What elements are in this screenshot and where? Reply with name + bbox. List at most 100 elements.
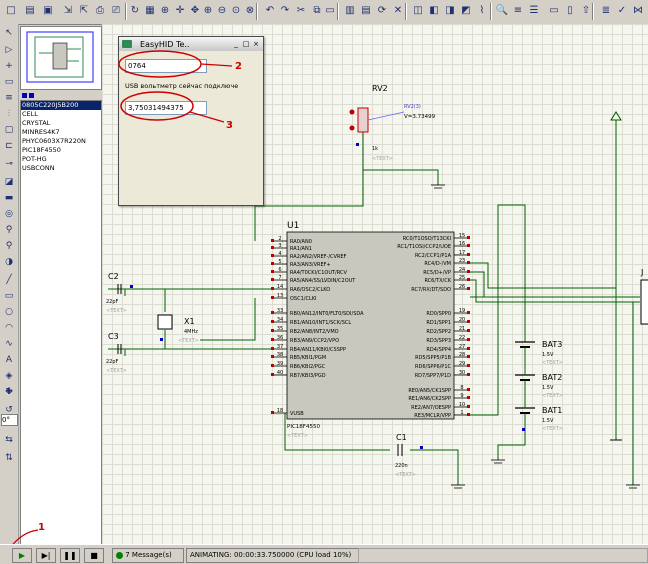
- refresh-icon[interactable]: ↻: [130, 5, 140, 16]
- voltage-value-field[interactable]: 3,75031494375: [125, 101, 207, 115]
- open-icon[interactable]: ▤: [25, 5, 35, 16]
- line-icon[interactable]: ╱: [6, 275, 12, 285]
- make-device-icon[interactable]: ◧: [429, 5, 439, 16]
- block-rotate-icon[interactable]: ⟳: [377, 5, 387, 16]
- decompose-icon[interactable]: ◩: [461, 5, 471, 16]
- usb-connector[interactable]: [640, 279, 648, 325]
- messages-indicator[interactable]: 7 Message(s): [112, 548, 184, 563]
- wire[interactable]: [284, 413, 390, 451]
- flip-h-icon[interactable]: ⇆: [5, 435, 13, 445]
- wire[interactable]: [362, 132, 439, 185]
- bom-icon[interactable]: ≣: [601, 5, 611, 16]
- tape-icon[interactable]: ▬: [4, 193, 14, 203]
- power-terminal-icon[interactable]: [610, 111, 622, 121]
- property-icon[interactable]: ≡: [513, 5, 523, 16]
- box-icon[interactable]: ▭: [4, 291, 14, 301]
- search-icon[interactable]: 🔍: [495, 5, 509, 16]
- import-icon[interactable]: ⇲: [63, 5, 73, 16]
- wire-autorouter-icon[interactable]: ⌇: [479, 5, 485, 16]
- wire[interactable]: [470, 271, 640, 298]
- wire[interactable]: [470, 279, 640, 303]
- path-icon[interactable]: ∿: [5, 339, 13, 349]
- symbol-icon[interactable]: ◈: [5, 371, 13, 381]
- step-button[interactable]: ▶|: [36, 548, 56, 563]
- wire[interactable]: [470, 204, 526, 416]
- circle-icon[interactable]: ○: [5, 307, 13, 317]
- pause-button[interactable]: ❚❚: [60, 548, 80, 563]
- crosshair-icon[interactable]: ✛: [175, 5, 185, 16]
- rotate-cw-icon[interactable]: ↻: [5, 387, 13, 397]
- paste-icon[interactable]: ▭: [325, 5, 335, 16]
- exit-parent-icon[interactable]: ⇧: [581, 5, 591, 16]
- wire[interactable]: [497, 420, 526, 460]
- wire[interactable]: [470, 262, 616, 289]
- pick-l-icon[interactable]: [29, 93, 34, 98]
- save-icon[interactable]: ▣: [43, 5, 53, 16]
- block-move-icon[interactable]: ▤: [361, 5, 371, 16]
- close-button[interactable]: ×: [253, 40, 259, 48]
- flip-v-icon[interactable]: ⇅: [5, 453, 13, 463]
- pick-p-icon[interactable]: [22, 93, 27, 98]
- u1-body[interactable]: [286, 231, 455, 420]
- wire[interactable]: [200, 298, 256, 341]
- text-icon[interactable]: A: [5, 355, 13, 365]
- pan-icon[interactable]: ✥: [190, 5, 200, 16]
- rv2-potentiometer[interactable]: [357, 107, 369, 133]
- erc-icon[interactable]: ✓: [617, 5, 627, 16]
- component-icon[interactable]: ▷: [5, 45, 13, 55]
- new-file-icon[interactable]: □: [6, 5, 16, 16]
- subcircuit-icon[interactable]: ▢: [4, 125, 14, 135]
- generator-icon[interactable]: ◎: [5, 209, 13, 219]
- device-list-item[interactable]: CRYSTAL: [22, 119, 51, 127]
- new-sheet-icon[interactable]: ▭: [549, 5, 559, 16]
- device-list-item[interactable]: PIC18F4550: [22, 146, 61, 154]
- netlist-icon[interactable]: ⋈: [633, 5, 643, 16]
- arc-icon[interactable]: ◠: [5, 323, 13, 333]
- undo-icon[interactable]: ↶: [265, 5, 275, 16]
- selection-icon[interactable]: ↖: [5, 28, 13, 38]
- text-script-icon[interactable]: ≡: [5, 93, 13, 103]
- design-explorer-icon[interactable]: ☰: [529, 5, 539, 16]
- minimize-button[interactable]: _: [234, 40, 238, 48]
- remove-sheet-icon[interactable]: ▯: [567, 5, 573, 16]
- copy-icon[interactable]: ⧉: [313, 5, 321, 16]
- x1-crystal[interactable]: [157, 314, 173, 330]
- wire[interactable]: [470, 120, 617, 298]
- wire[interactable]: [410, 449, 459, 485]
- wire-label-icon[interactable]: ▭: [4, 77, 14, 87]
- bus-icon[interactable]: ⫶: [7, 109, 11, 119]
- virtual-instrument-icon[interactable]: ◑: [5, 257, 13, 267]
- zoom-area-icon[interactable]: ⊗: [245, 5, 255, 16]
- stop-button[interactable]: ■: [84, 548, 104, 563]
- current-probe-icon[interactable]: ⚲: [5, 241, 13, 251]
- play-button[interactable]: ▶: [12, 548, 32, 563]
- easyhid-titlebar[interactable]: EasyHID Te.. _ □ ×: [119, 37, 263, 51]
- block-copy-icon[interactable]: ▥: [345, 5, 355, 16]
- cut-icon[interactable]: ✂: [296, 5, 306, 16]
- zoom-out-icon[interactable]: ⊖: [217, 5, 227, 16]
- maximize-button[interactable]: □: [242, 40, 250, 48]
- voltage-probe-icon[interactable]: ⚲: [5, 225, 13, 235]
- wire[interactable]: [254, 132, 364, 241]
- zoom-in-icon[interactable]: ⊕: [203, 5, 213, 16]
- origin-icon[interactable]: ⊕: [160, 5, 170, 16]
- device-pin-icon[interactable]: ⊸: [5, 159, 13, 169]
- device-list-item[interactable]: 0805C220J5B200: [21, 101, 101, 110]
- zoom-all-icon[interactable]: ⊙: [231, 5, 241, 16]
- angle-field[interactable]: 0°: [1, 414, 18, 426]
- overview-window[interactable]: [20, 26, 102, 90]
- package-icon[interactable]: ◨: [445, 5, 455, 16]
- print-setup-icon[interactable]: ⎚: [112, 5, 120, 16]
- rotate-ccw-icon[interactable]: ↺: [5, 405, 13, 415]
- device-list-item[interactable]: MINRES4K7: [22, 128, 60, 136]
- graph-icon[interactable]: ◪: [4, 177, 14, 187]
- marker-icon[interactable]: ✚: [5, 387, 13, 397]
- terminal-icon[interactable]: ⊏: [5, 141, 13, 151]
- block-delete-icon[interactable]: ✕: [393, 5, 403, 16]
- device-list-item[interactable]: USBCONN: [22, 164, 55, 172]
- redo-icon[interactable]: ↷: [280, 5, 290, 16]
- device-list-item[interactable]: POT-HG: [22, 155, 47, 163]
- device-list-item[interactable]: PHYC0603X7R220N: [22, 137, 86, 145]
- export-icon[interactable]: ⇱: [79, 5, 89, 16]
